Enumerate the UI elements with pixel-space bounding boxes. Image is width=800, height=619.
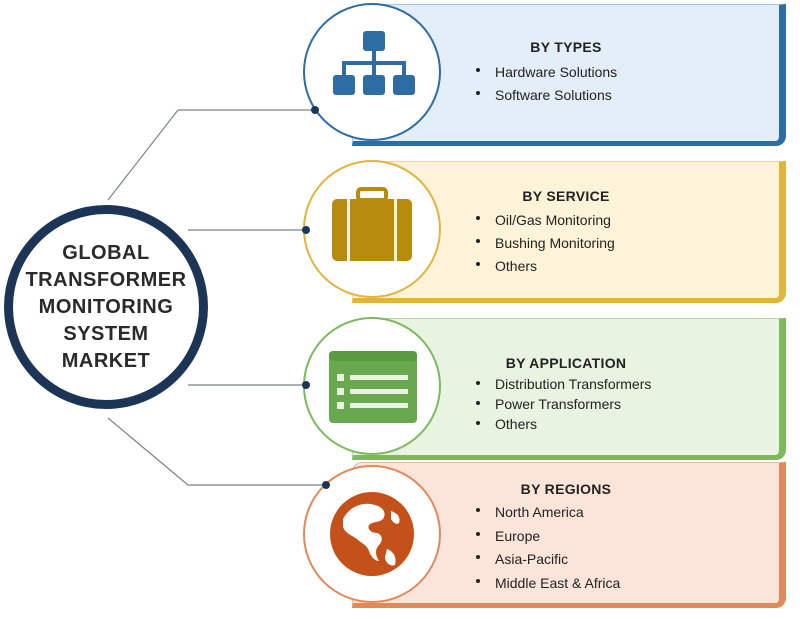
connector-types (107, 109, 315, 201)
segment-list: North America Europe Asia-Pacific Middle… (473, 501, 620, 595)
briefcase-icon (332, 187, 412, 261)
list-window-icon (329, 351, 417, 423)
segment-list: Oil/Gas Monitoring Bushing Monitoring Ot… (473, 209, 615, 278)
central-title-line-4: SYSTEM (63, 322, 149, 345)
list-item: Distribution Transformers (473, 374, 651, 394)
connector-dot (302, 226, 310, 234)
list-item: Others (473, 255, 615, 278)
central-title-line-3: MONITORING (38, 295, 174, 318)
central-title-line-5: MARKET (61, 349, 151, 372)
connector-dot (302, 381, 310, 389)
central-title-line-2: TRANSFORMER (25, 268, 187, 291)
central-topic-title: GLOBAL TRANSFORMER MONITORING SYSTEM MAR… (25, 240, 186, 375)
list-item: Power Transformers (473, 394, 651, 414)
hierarchy-icon (333, 31, 415, 95)
list-item: Others (473, 414, 651, 434)
list-item: Hardware Solutions (473, 61, 617, 84)
list-item: Bushing Monitoring (473, 232, 615, 255)
globe-icon (330, 492, 414, 576)
central-topic-circle: GLOBAL TRANSFORMER MONITORING SYSTEM MAR… (4, 205, 208, 409)
types-icon-circle (303, 3, 441, 141)
list-item: Software Solutions (473, 84, 617, 107)
list-item: Asia-Pacific (473, 548, 620, 572)
application-icon-circle (303, 317, 441, 455)
connector-dot (322, 481, 330, 489)
list-item: Oil/Gas Monitoring (473, 209, 615, 232)
segment-title: BY SERVICE (522, 188, 610, 204)
segment-title: BY APPLICATION (505, 355, 627, 371)
central-title-line-1: GLOBAL (62, 241, 150, 264)
list-item: North America (473, 501, 620, 525)
list-item: Europe (473, 525, 620, 549)
list-item: Middle East & Africa (473, 572, 620, 596)
segment-list: Hardware Solutions Software Solutions (473, 61, 617, 107)
segment-title: BY REGIONS (520, 481, 612, 497)
segment-title: BY TYPES (530, 39, 602, 55)
connector-dot (311, 106, 319, 114)
segment-list: Distribution Transformers Power Transfor… (473, 374, 651, 434)
service-icon-circle (303, 160, 441, 298)
regions-icon-circle (303, 465, 441, 603)
connector-regions (107, 417, 326, 486)
